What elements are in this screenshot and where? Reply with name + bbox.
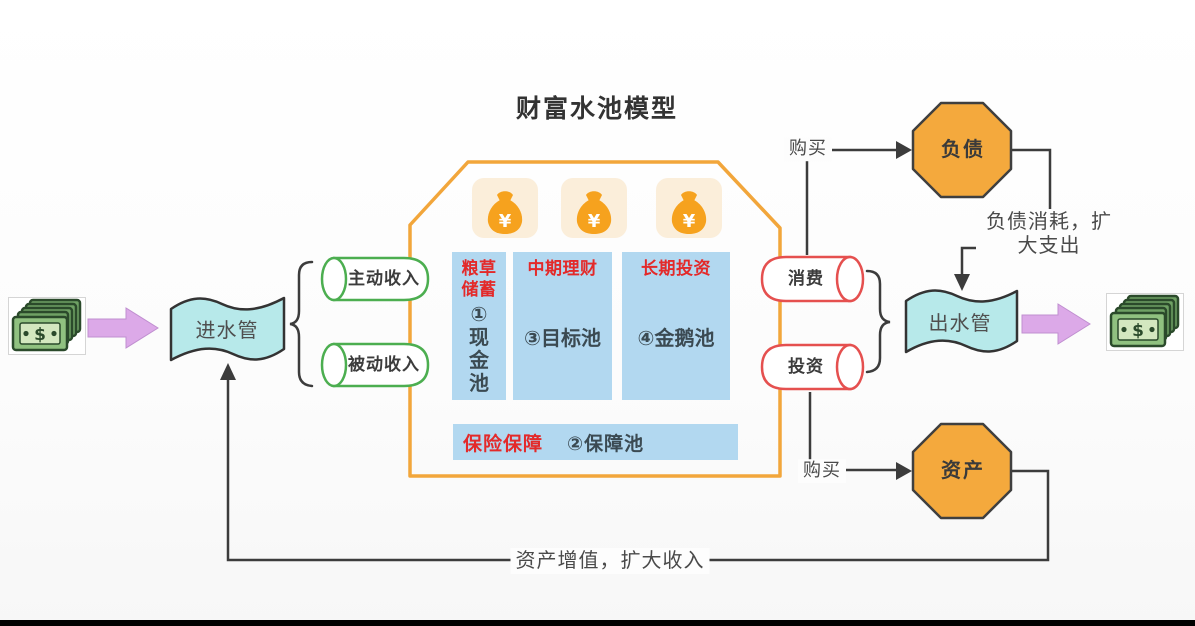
diagram-title: 财富水池模型 bbox=[515, 95, 679, 123]
income-brace bbox=[289, 260, 314, 388]
insurance-header: 保险保障 bbox=[463, 433, 544, 455]
insurance-body: ②保障池 bbox=[567, 433, 645, 455]
inlet-pipe-shape bbox=[169, 296, 286, 362]
outflow-arrow-icon bbox=[1021, 303, 1091, 345]
arrowhead-into-inlet bbox=[220, 363, 236, 380]
active-income-label: 主动收入 bbox=[348, 268, 420, 288]
active-income-cylinder bbox=[320, 256, 430, 302]
inlet-pipe-label: 进水管 bbox=[195, 320, 259, 342]
consumption-to-liability-line bbox=[805, 148, 896, 255]
passive-income-label: 被动收入 bbox=[348, 354, 420, 374]
money-in-icon bbox=[7, 296, 87, 356]
outlet-pipe-shape bbox=[904, 289, 1019, 354]
inflow-arrow-icon bbox=[87, 307, 159, 349]
bottom-letterbox-bar bbox=[0, 620, 1195, 626]
asset-buy-label: 购买 bbox=[798, 459, 846, 483]
money-bag-1 bbox=[472, 178, 538, 238]
pool-column-midterm: 中期理财 ③目标池 bbox=[513, 252, 612, 400]
pool-column-body: ③目标池 bbox=[524, 328, 601, 351]
pool-column-longterm: 长期投资 ④金鹅池 bbox=[622, 252, 730, 400]
passive-income-cylinder bbox=[320, 342, 430, 388]
investment-label: 投资 bbox=[788, 356, 824, 376]
outlet-pipe-label: 出水管 bbox=[928, 313, 992, 335]
liability-node-label: 负债 bbox=[941, 139, 985, 161]
asset-effect-label: 资产增值，扩大收入 bbox=[510, 548, 710, 574]
liability-buy-label: 购买 bbox=[784, 137, 832, 161]
pool-column-header: 长期投资 bbox=[641, 259, 711, 278]
money-out-icon bbox=[1105, 292, 1185, 352]
insurance-bar: 保险保障 ②保障池 bbox=[453, 424, 738, 460]
pool-column-header: 粮草 储蓄 bbox=[461, 259, 497, 300]
pool-column-body: ① 现 金 池 bbox=[469, 303, 489, 396]
outflow-brace bbox=[865, 269, 891, 374]
investment-cylinder bbox=[760, 343, 865, 391]
money-bag-3 bbox=[656, 178, 722, 238]
asset-node-label: 资产 bbox=[941, 460, 985, 482]
wealth-pool-house-outline bbox=[408, 160, 782, 478]
arrowhead-into-liability bbox=[896, 141, 912, 159]
money-bag-2 bbox=[561, 178, 627, 238]
consumption-cylinder bbox=[760, 255, 865, 303]
pool-column-header: 中期理财 bbox=[527, 259, 598, 278]
liability-node-shape bbox=[911, 101, 1013, 199]
consumption-label: 消费 bbox=[788, 268, 824, 288]
arrowhead-into-asset bbox=[896, 462, 912, 480]
liability-effect-label: 负债消耗，扩大支出 bbox=[976, 209, 1122, 259]
pool-column-grain-savings: 粮草 储蓄 ① 现 金 池 bbox=[452, 252, 506, 400]
pool-column-body: ④金鹅池 bbox=[637, 328, 715, 351]
asset-node-shape bbox=[911, 422, 1013, 520]
asset-to-inlet-loop-line bbox=[226, 378, 1050, 562]
arrowhead-into-outlet bbox=[954, 274, 970, 291]
